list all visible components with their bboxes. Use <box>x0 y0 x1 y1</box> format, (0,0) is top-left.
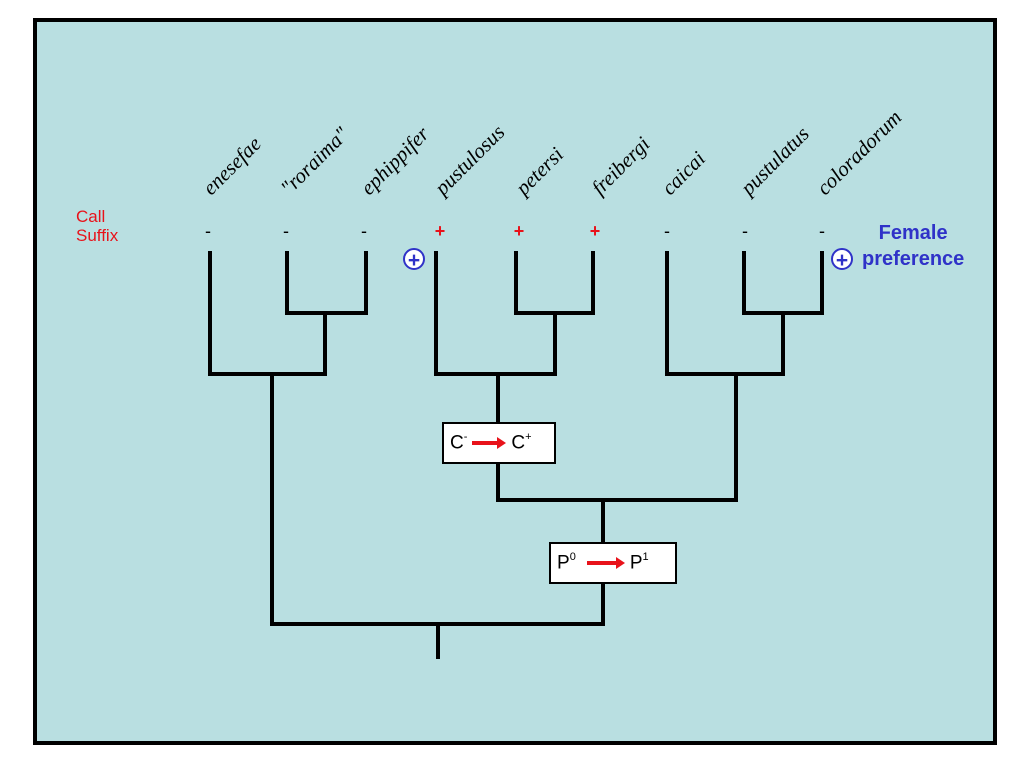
call-state-roraima: - <box>283 221 289 241</box>
preference-arrow-icon <box>581 557 625 569</box>
call-state-pustulosus: + <box>434 221 446 241</box>
call-state-petersi: + <box>513 221 525 241</box>
call-state-pustulatus: - <box>742 221 748 241</box>
preference-plus-icon: + <box>403 248 425 271</box>
call-state-enesefae: - <box>205 221 211 241</box>
preference-plus-icon-legend: + <box>831 248 853 271</box>
call-state-caicai: - <box>664 221 670 241</box>
preference-to-state: P1 <box>629 550 649 574</box>
call-state-freibergi: + <box>589 221 601 241</box>
preference-transition-box: P0 P1 <box>549 542 677 584</box>
call-state-coloradorum: - <box>819 221 825 241</box>
preference-from-state: P0 <box>557 550 576 574</box>
female-preference-label: Female preference <box>862 222 965 270</box>
call-state-ephippifer: - <box>361 221 367 241</box>
call-arrow-icon <box>472 437 507 449</box>
call-transition-box: C- C+ <box>442 422 556 464</box>
call-suffix-label: Call Suffix <box>76 207 119 245</box>
call-to-state: C+ <box>511 430 532 454</box>
call-from-state: C- <box>450 430 468 454</box>
